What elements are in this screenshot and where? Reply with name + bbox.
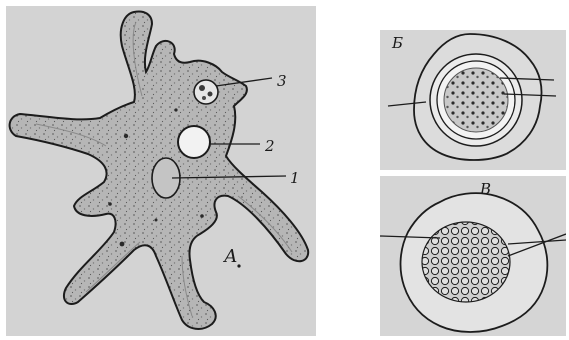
nuclei-cluster bbox=[422, 222, 510, 302]
panel-c-multinucleate-cyst: В bbox=[380, 176, 566, 336]
callout-1: 1 bbox=[290, 169, 300, 187]
callout-2: 2 bbox=[264, 137, 275, 155]
multinucleate-cyst-drawing: В bbox=[380, 176, 566, 336]
callout-3: 3 bbox=[277, 72, 287, 90]
digestive-vacuole bbox=[194, 80, 218, 104]
cyst-contents bbox=[444, 68, 508, 132]
panel-a-amoeba: 3 2 1 А bbox=[6, 6, 316, 336]
panel-c-label: В bbox=[479, 180, 491, 198]
contractile-vacuole bbox=[178, 126, 210, 158]
panel-b-cyst: Б bbox=[380, 30, 566, 170]
label-dot bbox=[237, 264, 240, 267]
cyst-drawing: Б bbox=[380, 30, 566, 170]
amoeba-drawing: 3 2 1 А bbox=[6, 6, 316, 336]
panel-b-label: Б bbox=[391, 34, 403, 52]
panel-a-label: А bbox=[222, 246, 238, 267]
